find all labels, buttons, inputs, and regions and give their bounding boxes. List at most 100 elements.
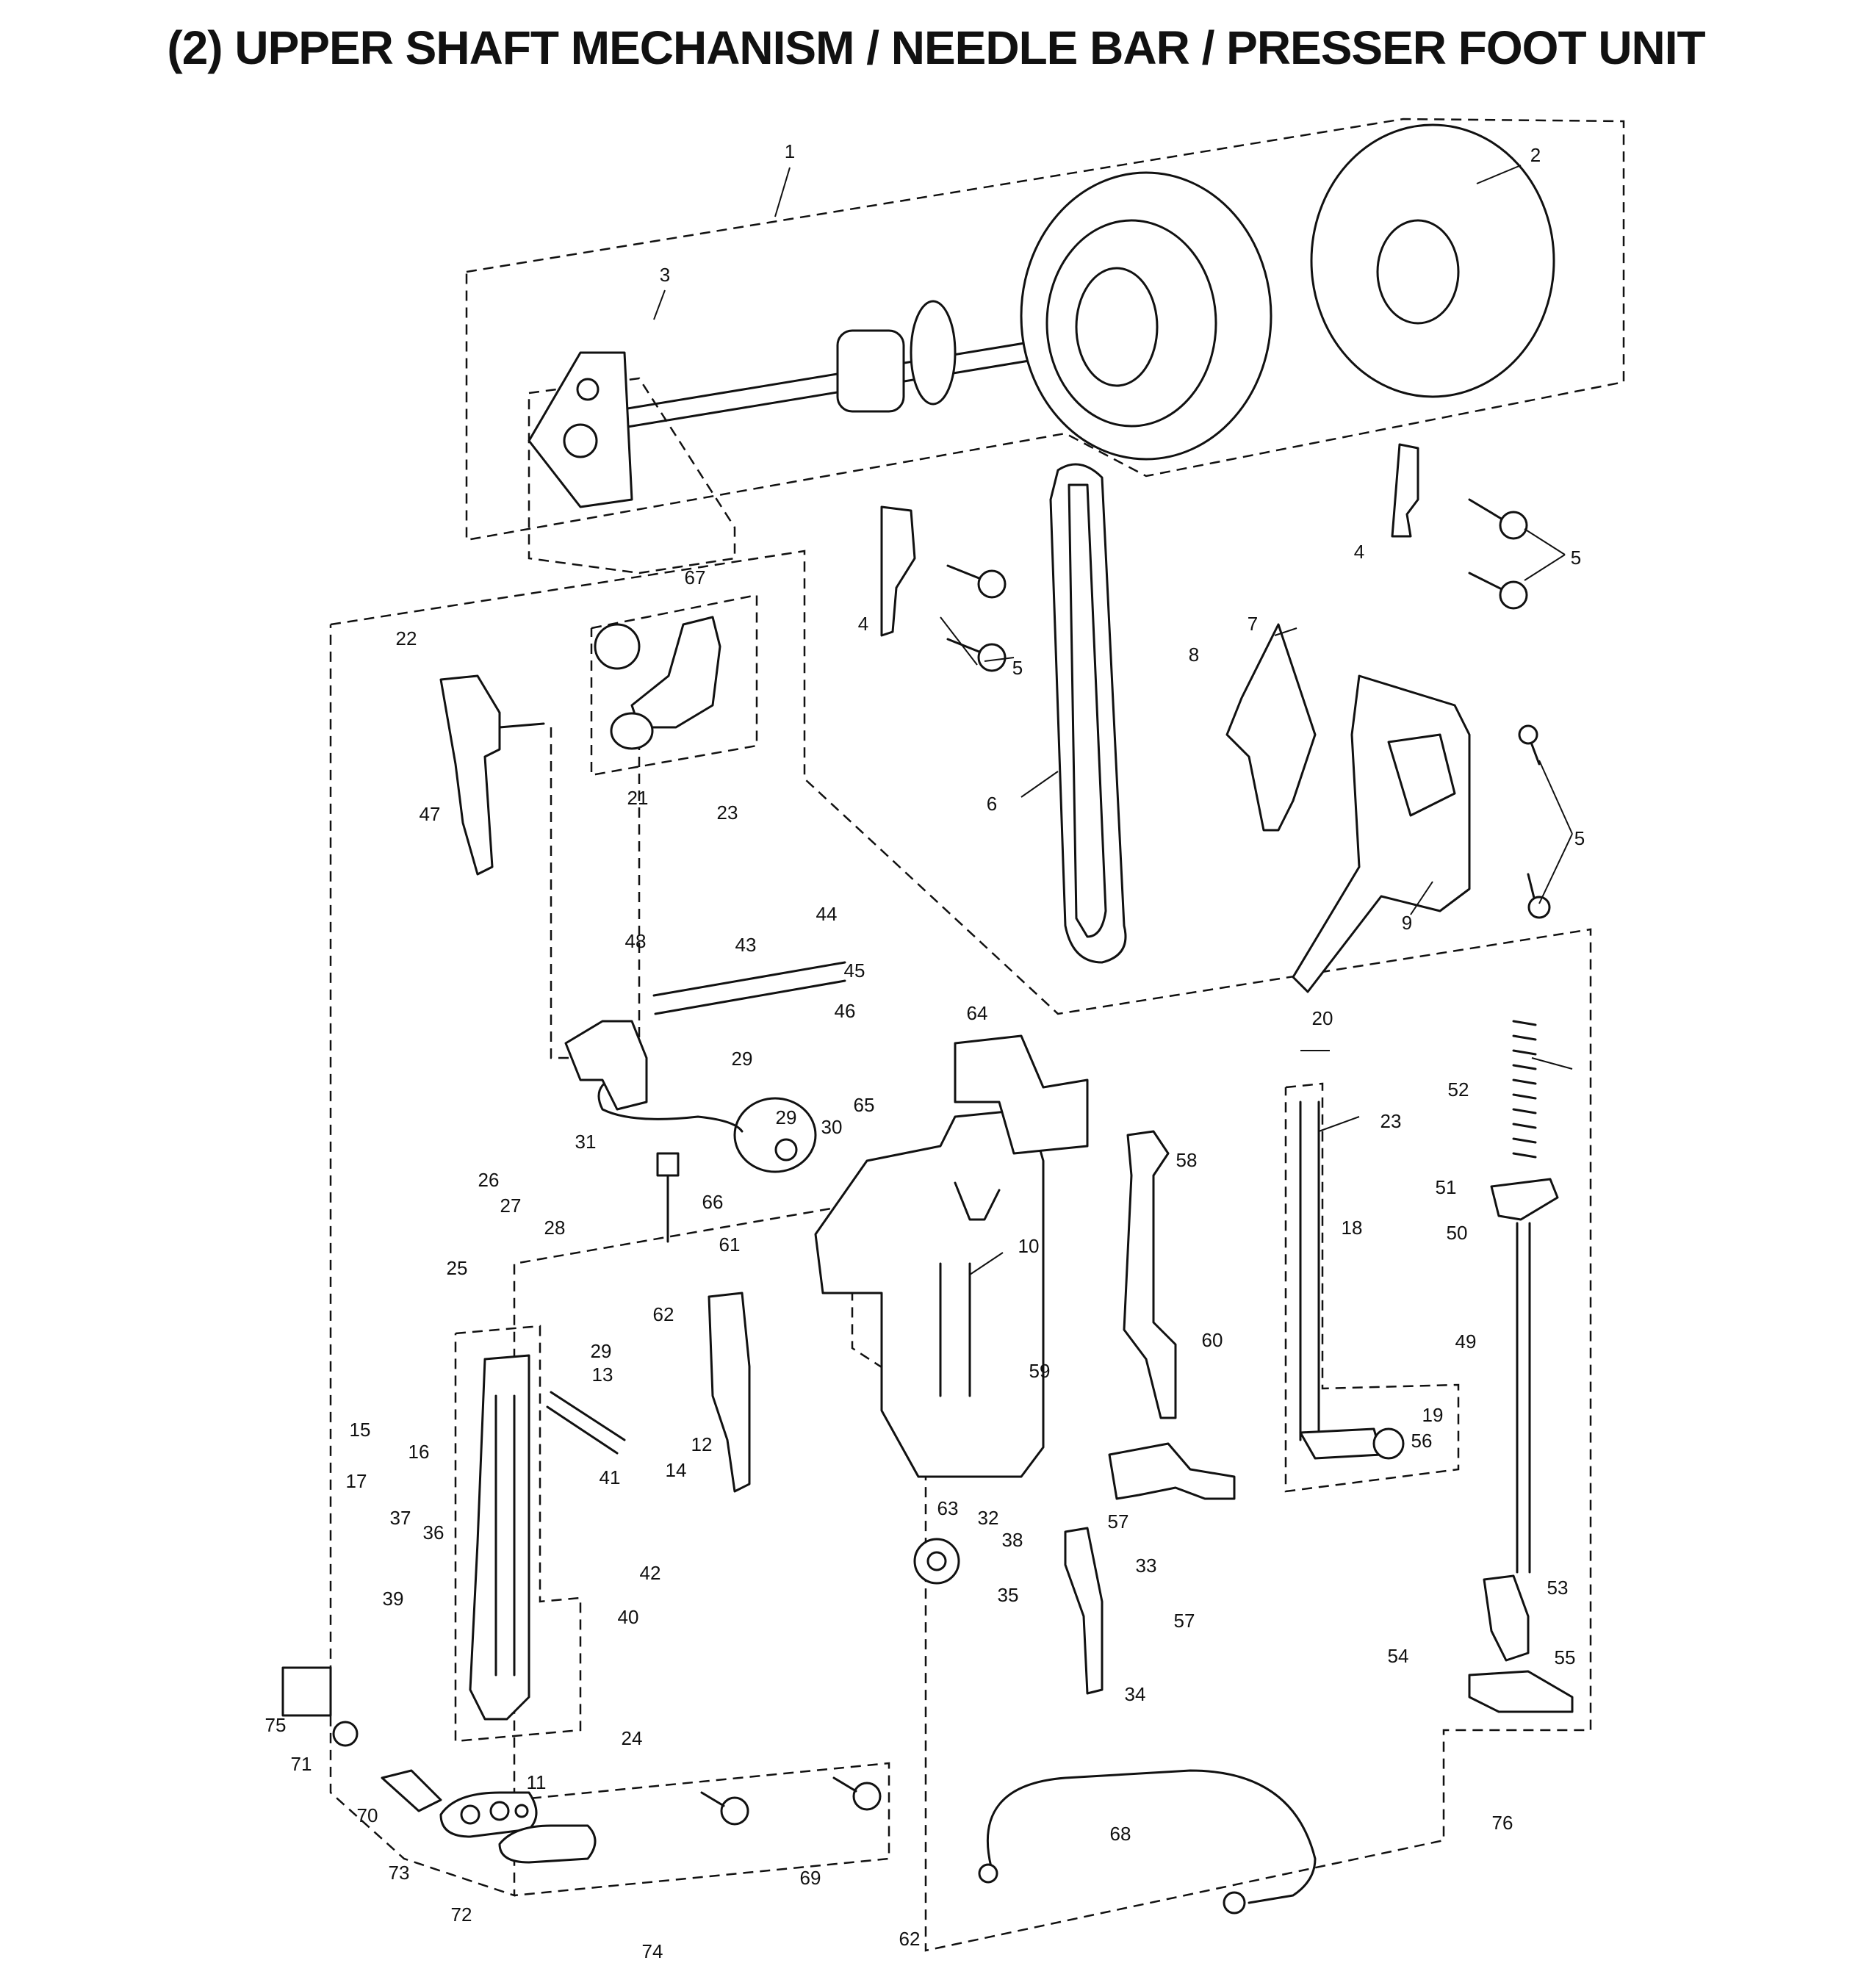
callout-8: 8 xyxy=(1189,644,1199,666)
needle-bar-unit xyxy=(469,1354,530,1721)
needle-bar-unit-outline xyxy=(454,1325,582,1743)
callout-39: 39 xyxy=(383,1588,404,1610)
callout-52: 52 xyxy=(1448,1078,1469,1101)
callout-23: 23 xyxy=(1380,1110,1402,1132)
clamp-50 xyxy=(1490,1178,1559,1221)
callout-10: 10 xyxy=(1018,1235,1040,1257)
callout-31: 31 xyxy=(575,1131,597,1153)
shaft-13 xyxy=(550,1391,626,1441)
lever-48 xyxy=(564,1020,648,1111)
lever-56 xyxy=(1108,1442,1236,1500)
callout-74: 74 xyxy=(642,1940,663,1962)
screw-70 xyxy=(381,1769,442,1812)
callout-18: 18 xyxy=(1342,1217,1363,1239)
shaft-43 xyxy=(652,961,846,997)
callout-27: 27 xyxy=(500,1195,522,1217)
callout-6: 6 xyxy=(987,793,997,815)
callout-58: 58 xyxy=(1176,1149,1198,1171)
callout-28: 28 xyxy=(544,1217,566,1239)
bracket-4-left xyxy=(880,505,916,637)
callout-49: 49 xyxy=(1455,1330,1477,1353)
callout-65: 65 xyxy=(854,1094,875,1116)
label-75 xyxy=(281,1666,332,1717)
callout-11: 11 xyxy=(527,1771,547,1793)
callout-46: 46 xyxy=(835,1000,856,1022)
screw-66 xyxy=(656,1152,680,1177)
callout-41: 41 xyxy=(600,1466,621,1488)
callout-14: 14 xyxy=(666,1459,687,1481)
callout-63: 63 xyxy=(937,1497,959,1519)
callout-48: 48 xyxy=(625,930,647,952)
callout-45: 45 xyxy=(844,959,865,982)
callout-70: 70 xyxy=(357,1804,378,1826)
bar-18-outline xyxy=(1284,1082,1460,1493)
bracket-61 xyxy=(708,1292,751,1493)
callout-29: 29 xyxy=(732,1048,753,1070)
screw-69-right xyxy=(852,1782,882,1811)
callout-7: 7 xyxy=(1248,613,1258,635)
callout-62: 62 xyxy=(653,1303,674,1325)
lever-58 xyxy=(1123,1130,1177,1419)
callout-29: 29 xyxy=(776,1106,797,1128)
callout-16: 16 xyxy=(408,1441,430,1463)
callout-53: 53 xyxy=(1547,1577,1569,1599)
handwheel-cover xyxy=(1310,123,1555,398)
callout-30: 30 xyxy=(821,1116,843,1138)
bracket-72 xyxy=(498,1824,597,1864)
callout-15: 15 xyxy=(350,1419,371,1441)
callout-43: 43 xyxy=(735,934,757,956)
callout-66: 66 xyxy=(702,1191,724,1213)
callout-61: 61 xyxy=(719,1234,741,1256)
callout-9: 9 xyxy=(1402,912,1412,934)
callout-25: 25 xyxy=(447,1257,468,1279)
callout-57: 57 xyxy=(1174,1610,1195,1632)
parts-drawings xyxy=(281,123,1574,1915)
plate-9 xyxy=(1292,674,1471,993)
callout-68: 68 xyxy=(1110,1823,1131,1845)
callout-36: 36 xyxy=(423,1521,444,1544)
callout-42: 42 xyxy=(640,1562,661,1584)
callout-37: 37 xyxy=(390,1507,411,1529)
gear-32 xyxy=(913,1538,960,1585)
callout-5: 5 xyxy=(1571,547,1581,569)
spring-52 xyxy=(1512,1020,1537,1159)
callout-5: 5 xyxy=(1012,657,1023,679)
callout-76: 76 xyxy=(1492,1812,1513,1834)
main-frame xyxy=(814,1108,1045,1478)
presser-foot-holder xyxy=(1483,1574,1530,1662)
callout-57: 57 xyxy=(1108,1510,1129,1533)
link-21 xyxy=(630,616,721,729)
timing-belt xyxy=(1049,463,1127,964)
callout-50: 50 xyxy=(1447,1222,1468,1244)
callout-4: 4 xyxy=(1354,541,1364,563)
bracket-64 xyxy=(954,1034,1089,1155)
callout-20: 20 xyxy=(1312,1007,1333,1029)
callout-47: 47 xyxy=(420,803,441,825)
callout-5: 5 xyxy=(1574,827,1585,849)
callout-12: 12 xyxy=(691,1433,713,1455)
callout-29: 29 xyxy=(591,1340,612,1362)
callout-64: 64 xyxy=(967,1002,988,1024)
needle-bar-group-outline xyxy=(528,377,736,575)
callout-73: 73 xyxy=(389,1862,410,1884)
callout-40: 40 xyxy=(618,1606,639,1628)
callout-23: 23 xyxy=(717,802,738,824)
callout-75: 75 xyxy=(265,1714,287,1736)
lever-47 xyxy=(439,674,501,876)
callout-59: 59 xyxy=(1029,1360,1051,1382)
needle-crank xyxy=(528,351,633,508)
frame-group-outline xyxy=(329,550,1592,1952)
callout-22: 22 xyxy=(396,627,417,649)
callout-3: 3 xyxy=(660,264,670,286)
presser-bar-group-outline xyxy=(550,727,641,1059)
bracket-4-right xyxy=(1391,443,1419,538)
presser-foot xyxy=(1468,1670,1574,1713)
callout-1: 1 xyxy=(785,140,795,162)
callout-60: 60 xyxy=(1202,1329,1223,1351)
callout-33: 33 xyxy=(1136,1555,1157,1577)
plate-7 xyxy=(1225,623,1317,832)
callout-62: 62 xyxy=(899,1928,921,1950)
callout-21: 21 xyxy=(627,787,649,809)
callout-56: 56 xyxy=(1411,1430,1433,1452)
diagram-title: (2) UPPER SHAFT MECHANISM / NEEDLE BAR /… xyxy=(167,21,1705,74)
